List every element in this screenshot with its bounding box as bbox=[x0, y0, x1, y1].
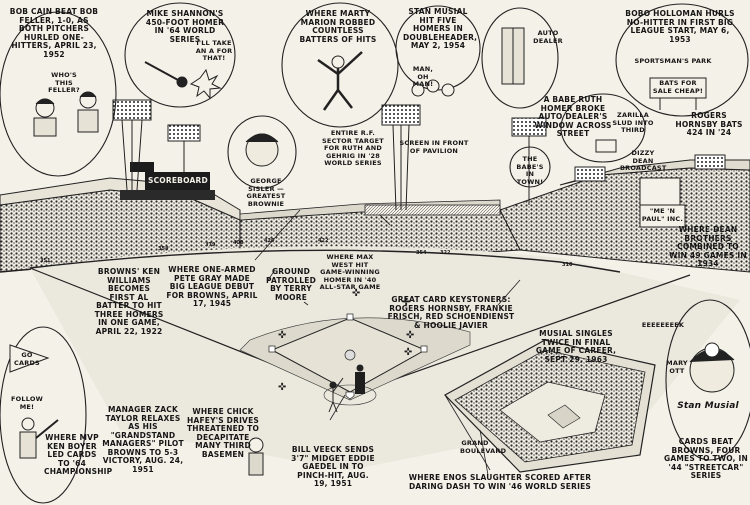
caption-holloman: Bobo Holloman hurls no-hitter in first b… bbox=[625, 9, 735, 44]
bats-sign: Bats for sale cheap! bbox=[652, 79, 704, 95]
caption-keystoners: Great card keystoners: Rogers Hornsby, F… bbox=[387, 295, 515, 330]
caption-musial-five: Stan Musial hit five homers in doublehea… bbox=[403, 7, 478, 50]
label-mary-ott: Mary Ott bbox=[666, 359, 688, 375]
caption-williams: Browns' Ken Williams becomes first AL ba… bbox=[94, 267, 164, 336]
sportsmans-park-sign: Sportsman's Park bbox=[634, 57, 712, 65]
vignette-sketches bbox=[9, 27, 735, 476]
caption-veeck: Bill Veeck sends 3'7" midget Eddie Gaede… bbox=[291, 445, 375, 488]
speech-eeeek: Eeeeeeeek bbox=[641, 321, 685, 329]
speech-babes-in-town: The Babe's in town! bbox=[516, 155, 544, 186]
caption-boyer: Where MVP Ken Boyer led Cards to '64 cha… bbox=[44, 433, 113, 476]
svg-text:✜: ✜ bbox=[278, 382, 286, 393]
light-towers bbox=[112, 99, 726, 211]
svg-text:✜: ✜ bbox=[406, 330, 414, 341]
caption-west: Where Max West hit game-winning homer in… bbox=[319, 253, 381, 291]
svg-text:✜: ✜ bbox=[402, 297, 410, 308]
scoreboard bbox=[120, 162, 215, 200]
speech-cain: Who's this feller? bbox=[48, 71, 80, 94]
label-stan-musial: Stan Musial bbox=[677, 401, 739, 411]
distance-rcf2: 322 bbox=[440, 250, 451, 256]
distance-rf: 310 bbox=[562, 262, 573, 268]
veeck-figure bbox=[355, 364, 365, 394]
caption-moore: Ground patrolled by Terry Moore bbox=[265, 267, 316, 302]
caption-dean-brothers: Where Dean brothers combined to win 49 g… bbox=[669, 225, 747, 268]
speech-follow-me: Follow me! bbox=[11, 395, 43, 411]
speech-man-oh-man: Man, oh man! bbox=[412, 65, 434, 88]
distance-lcf1: 358 bbox=[158, 246, 169, 252]
stadium-aerial bbox=[444, 339, 656, 473]
svg-text:✜: ✜ bbox=[352, 288, 360, 299]
caption-zarilla: Zarilla slud into third bbox=[612, 111, 654, 134]
caption-ruth: A Babe Ruth homer broke auto dealer's wi… bbox=[534, 95, 612, 138]
distance-cf3: 422 bbox=[318, 238, 329, 244]
pennant-go-cards: Go Cards bbox=[14, 351, 40, 367]
caption-hafey: Where Chick Hafey's drives threatened to… bbox=[186, 407, 260, 459]
caption-gray: Where one-armed Pete Gray made big leagu… bbox=[166, 265, 258, 308]
caption-marion: Where Marty Marion robbed countless batt… bbox=[299, 9, 377, 44]
callout-lines bbox=[254, 209, 521, 476]
distance-rcf1: 354 bbox=[416, 250, 427, 256]
caption-screen: Screen in front of pavilion bbox=[399, 139, 469, 155]
caption-slaughter: Where Enos Slaughter scored after daring… bbox=[408, 473, 592, 491]
caption-rf-target: Entire R.F. sector target for Ruth and G… bbox=[322, 129, 384, 167]
caption-taylor: Manager Zack Taylor relaxes as his "Gran… bbox=[102, 405, 184, 474]
distance-lf: 351 bbox=[40, 258, 51, 264]
distance-lcf2: 379 bbox=[205, 242, 216, 248]
svg-text:✜: ✜ bbox=[404, 347, 412, 358]
caption-musial-singles: Musial singles twice in final game of ca… bbox=[535, 329, 617, 364]
caption-streetcar: Cards beat Browns, four games to two, in… bbox=[664, 437, 748, 480]
auto-dealer-sign: Auto Dealer bbox=[533, 29, 563, 45]
caption-dean-broadcast: Dizzy Dean broadcast bbox=[620, 149, 667, 172]
distance-cf2: 426 bbox=[264, 238, 275, 244]
label-grand-street: Grand Boulevard bbox=[460, 439, 507, 455]
outfield-pavilion bbox=[239, 199, 521, 259]
speech-shannon: I'll take an A for that! bbox=[195, 39, 233, 62]
svg-text:✜: ✜ bbox=[278, 330, 286, 341]
caption-shannon: Mike Shannon's 450-foot homer in '64 Wor… bbox=[145, 9, 225, 44]
distance-cf1: 400 bbox=[233, 240, 244, 246]
scoreboard-label: Scoreboard bbox=[148, 176, 208, 185]
caption-hornsby: Rogers Hornsby bats 424 in '24 bbox=[675, 111, 743, 137]
caption-cain: Bob Cain beat Bob Feller, 1-0, as both p… bbox=[9, 7, 99, 59]
caption-sisler: George Sisler — greatest Brownie bbox=[246, 177, 286, 208]
me-n-paul-sign: "Me 'n Paul" Inc. bbox=[641, 207, 684, 223]
